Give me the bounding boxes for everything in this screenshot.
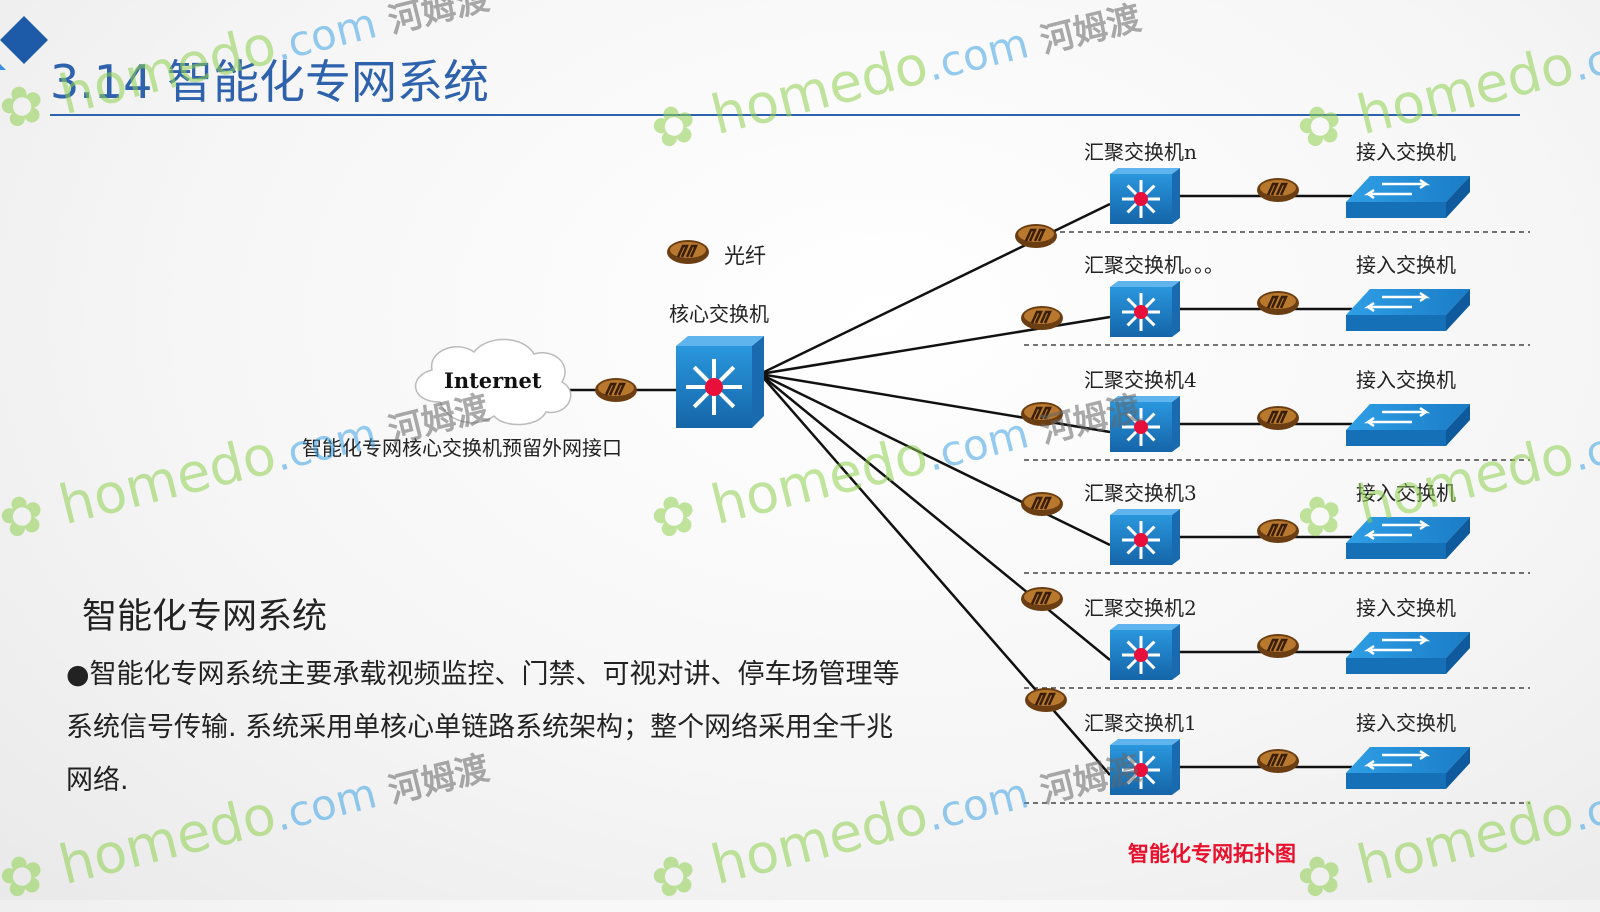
row-dividers — [1024, 231, 1530, 804]
fiber-icon-internet-core — [595, 378, 637, 402]
internet-cloud-icon — [414, 338, 572, 426]
fiber-icon — [1021, 492, 1063, 516]
fiber-icon — [1021, 587, 1063, 611]
fiber-icon — [1015, 224, 1057, 248]
aggregation-switch-label: 汇聚交换机2 — [1084, 596, 1197, 620]
core-switch-icon — [676, 336, 764, 428]
internet-label: Internet — [444, 368, 542, 393]
aggregation-switch-icon — [1110, 624, 1180, 680]
access-switch-icon — [1346, 517, 1470, 559]
fiber-icon — [1257, 519, 1299, 543]
aggregation-switch-label: 汇聚交换机4 — [1084, 368, 1197, 392]
access-switch-label: 接入交换机 — [1356, 140, 1456, 164]
fiber-icon — [1257, 406, 1299, 430]
access-switch-icon — [1346, 747, 1470, 789]
fiber-icon — [1257, 634, 1299, 658]
aggregation-switch-icon — [1110, 168, 1180, 224]
aggregation-switch-icon — [1110, 509, 1180, 565]
access-switch-icon — [1346, 632, 1470, 674]
aggregation-switch-icon — [1110, 396, 1180, 452]
access-switch-label: 接入交换机 — [1356, 368, 1456, 392]
aggregation-switch-label: 汇聚交换机n — [1084, 140, 1197, 164]
aggregation-switch-label: 汇聚交换机3 — [1084, 481, 1197, 505]
aggregation-switch-icon — [1110, 281, 1180, 337]
diagram-caption: 智能化专网拓扑图 — [1128, 842, 1296, 866]
access-switch-label: 接入交换机 — [1356, 711, 1456, 735]
fiber-icon — [1021, 306, 1063, 330]
title-underline — [50, 114, 1520, 116]
core-switch-note: 智能化专网核心交换机预留外网接口 — [302, 436, 622, 460]
corner-diamond-decoration — [0, 16, 48, 70]
access-switch-icon — [1346, 289, 1470, 331]
aggregation-switch-icon — [1110, 739, 1180, 795]
aggregation-switch-label: 汇聚交换机。。。 — [1084, 253, 1224, 277]
switch-nodes — [414, 168, 1470, 795]
fiber-icon — [1025, 688, 1067, 712]
core-switch-label: 核心交换机 — [669, 302, 769, 326]
fiber-icon — [1257, 749, 1299, 773]
legend-fiber-icon — [667, 240, 709, 264]
access-switch-icon — [1346, 404, 1470, 446]
section-title: 智能化专网系统 — [82, 597, 328, 637]
access-switch-icon — [1346, 176, 1470, 218]
fiber-icon — [1021, 402, 1063, 426]
fiber-icon — [1257, 178, 1299, 202]
fiber-icon — [1257, 291, 1299, 315]
legend-fiber-label: 光纤 — [724, 244, 766, 268]
access-switch-label: 接入交换机 — [1356, 596, 1456, 620]
access-switch-label: 接入交换机 — [1356, 481, 1456, 505]
aggregation-switch-label: 汇聚交换机1 — [1084, 711, 1197, 735]
body-paragraph: ●智能化专网系统主要承载视频监控、门禁、可视对讲、停车场管理等系统信号传输. 系… — [66, 659, 900, 796]
access-switch-label: 接入交换机 — [1356, 253, 1456, 277]
slide-title: 3.14 智能化专网系统 — [50, 55, 490, 109]
